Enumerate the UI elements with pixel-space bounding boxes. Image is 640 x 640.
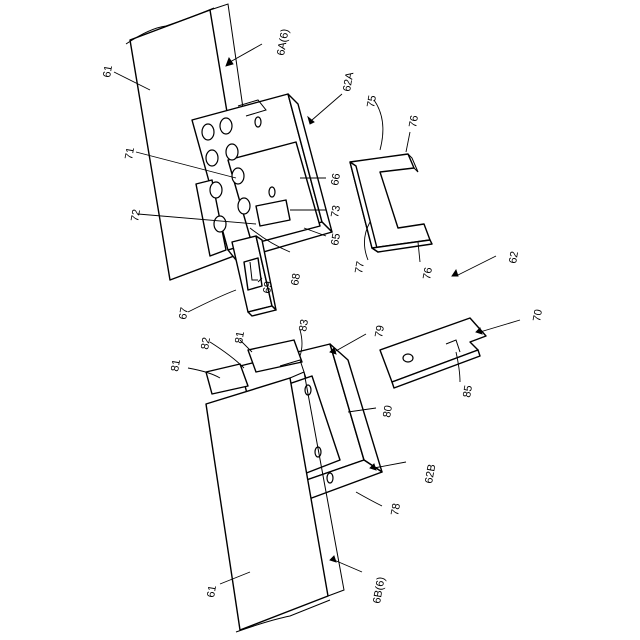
label-80: 80 [381,404,395,418]
label-78: 78 [389,502,403,516]
label-6a: 6A(6) [275,28,291,57]
label-70: 70 [531,308,545,322]
label-81-right: 81 [233,330,247,344]
label-83: 83 [297,318,311,332]
label-6b: 6B(6) [371,576,387,605]
label-76-bottom: 76 [421,266,435,280]
label-69: 69 [261,280,275,294]
label-61-top: 61 [101,64,115,78]
clip-75 [350,154,432,252]
label-65: 65 [329,232,343,246]
label-73: 73 [329,204,343,218]
label-82: 82 [199,336,213,350]
label-71: 71 [123,146,137,160]
label-67: 67 [177,306,191,320]
label-68: 68 [289,272,303,286]
label-61-bottom: 61 [205,584,219,598]
label-76-top: 76 [407,114,421,128]
latch-plate-70 [380,318,486,388]
label-62b: 62B [423,463,438,484]
label-66: 66 [329,172,343,186]
label-62a: 62A [341,71,356,93]
label-77: 77 [353,260,367,274]
label-75: 75 [365,94,379,108]
label-85: 85 [461,384,475,398]
label-79: 79 [373,324,387,338]
label-72: 72 [129,208,143,222]
label-62: 62 [507,250,521,264]
label-81-left: 81 [169,358,183,372]
